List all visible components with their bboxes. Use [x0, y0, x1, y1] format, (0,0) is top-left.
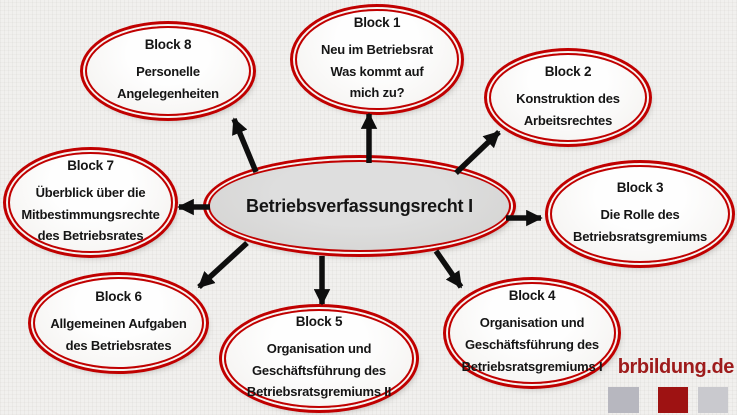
logo-square-gray — [608, 387, 639, 413]
node-block-5: Block 5 Organisation und Geschäftsführun… — [224, 309, 414, 408]
block-1-title: Block 1 — [353, 14, 401, 30]
node-block-7: Block 7 Überblick über die Mitbestimmung… — [8, 152, 173, 253]
node-block-8: Block 8 Personelle Angelegenheiten — [85, 26, 251, 116]
block-8-title: Block 8 — [144, 37, 192, 53]
block-7-text: Überblick über die Mitbestimmungsrechte … — [21, 184, 160, 244]
node-block-4: Block 4 Organisation und Geschäftsführun… — [448, 282, 616, 384]
central-node-title: Betriebsverfassungsrecht I — [246, 195, 473, 216]
logo-square-lightgray — [698, 387, 728, 413]
block-6-title: Block 6 — [95, 289, 142, 305]
logo-text: brbildung.de — [617, 356, 735, 378]
block-2-title: Block 2 — [544, 63, 592, 79]
arrow-to-block-4 — [433, 249, 464, 289]
node-block-3: Block 3 Die Rolle des Betriebsratsgremiu… — [550, 165, 730, 263]
node-block-1: Block 1 Neu im Betriebsrat Was kommt auf… — [295, 9, 459, 110]
arrow-to-block-8 — [231, 117, 259, 174]
central-node: Betriebsverfassungsrecht I — [208, 160, 511, 252]
block-3-title: Block 3 — [616, 180, 664, 196]
node-block-6: Block 6 Allgemeinen Aufgaben des Betrieb… — [33, 277, 204, 369]
block-4-title: Block 4 — [508, 288, 556, 304]
block-6-text: Allgemeinen Aufgaben des Betriebsrates — [50, 316, 187, 353]
block-2-text: Konstruktion des Arbeitsrechtes — [516, 90, 620, 128]
block-1-text: Neu im Betriebsrat Was kommt auf mich zu… — [321, 41, 433, 101]
block-3-text: Die Rolle des Betriebsratsgremiums — [573, 207, 707, 244]
arrow-to-block-2 — [454, 130, 501, 175]
arrow-to-block-6 — [197, 240, 249, 290]
logo-square-red — [658, 387, 688, 413]
block-7-title: Block 7 — [67, 157, 114, 173]
block-8-text: Personelle Angelegenheiten — [117, 64, 219, 101]
block-5-text: Organisation und Geschäftsführung des Be… — [246, 340, 392, 400]
block-5-title: Block 5 — [295, 313, 343, 329]
block-4-text: Organisation und Geschäftsführung des Be… — [461, 315, 603, 374]
node-block-2: Block 2 Konstruktion des Arbeitsrechtes — [489, 53, 647, 142]
